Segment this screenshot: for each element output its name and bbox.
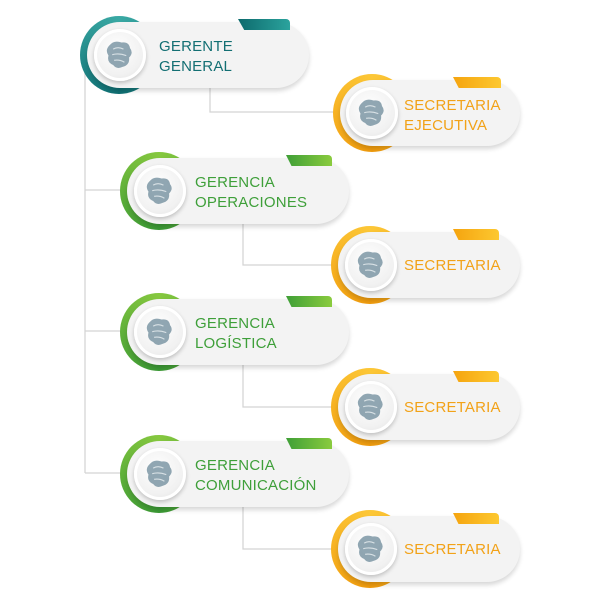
- node-gerencia-comunicacion: GERENCIA COMUNICACIÓN: [120, 435, 352, 513]
- node-secretaria-ejecutiva: SECRETARIA EJECUTIVA: [333, 74, 521, 152]
- emblem-icon: [345, 381, 397, 433]
- node-tab-accent: [453, 371, 499, 382]
- node-tab-accent: [453, 77, 501, 88]
- connector-secretaria-1: [242, 220, 335, 266]
- node-tab-accent: [238, 19, 290, 30]
- emblem-icon: [134, 306, 186, 358]
- node-tab-accent: [286, 438, 332, 449]
- node-label: GERENCIA LOGÍSTICA: [195, 315, 277, 352]
- node-gerencia-logistica: GERENCIA LOGÍSTICA: [120, 293, 352, 371]
- node-label: SECRETARIA EJECUTIVA: [404, 97, 501, 134]
- node-gerente-general: GERENTE GENERAL: [80, 16, 312, 94]
- node-secretaria-logistica: SECRETARIA: [331, 368, 521, 446]
- emblem-icon: [345, 239, 397, 291]
- node-label: SECRETARIA: [404, 257, 501, 274]
- connector-secretaria-3: [242, 504, 335, 550]
- emblem-icon: [134, 165, 186, 217]
- connector-secretaria-2: [242, 362, 335, 408]
- node-label: SECRETARIA: [404, 541, 501, 558]
- node-tab-accent: [286, 296, 332, 307]
- node-tab-accent: [453, 229, 499, 240]
- connector-secretaria-ejecutiva: [209, 88, 340, 113]
- node-label: SECRETARIA: [404, 399, 501, 416]
- emblem-icon: [346, 87, 398, 139]
- emblem-icon: [94, 29, 146, 81]
- node-label: GERENCIA COMUNICACIÓN: [195, 457, 317, 494]
- emblem-icon: [345, 523, 397, 575]
- node-secretaria-operaciones: SECRETARIA: [331, 226, 521, 304]
- node-tab-accent: [453, 513, 499, 524]
- node-label: GERENCIA OPERACIONES: [195, 174, 308, 211]
- emblem-icon: [134, 448, 186, 500]
- node-label: GERENTE GENERAL: [159, 38, 233, 75]
- node-secretaria-comunicacion: SECRETARIA: [331, 510, 521, 588]
- node-gerencia-operaciones: GERENCIA OPERACIONES: [120, 152, 352, 230]
- node-tab-accent: [286, 155, 332, 166]
